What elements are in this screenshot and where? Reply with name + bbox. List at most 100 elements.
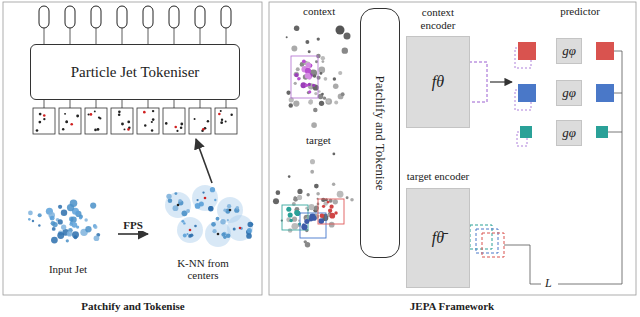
patch-dot	[39, 113, 42, 116]
particle	[344, 33, 351, 40]
patch-dot	[151, 121, 153, 123]
loss-link	[608, 132, 622, 133]
particle	[313, 108, 318, 113]
patch-box	[85, 108, 107, 134]
panel-caption: Patchify and Tokenise	[81, 300, 184, 312]
particle	[337, 191, 344, 198]
token-pill	[117, 6, 127, 28]
patch-link	[226, 100, 227, 108]
particle	[333, 77, 336, 80]
particle	[195, 203, 201, 209]
patch-dot	[202, 128, 205, 131]
particle	[208, 206, 213, 211]
particle	[324, 77, 328, 81]
token-pill	[221, 6, 231, 28]
figure-caption: Input Jet	[49, 263, 87, 276]
particle	[327, 201, 330, 204]
particle	[294, 82, 297, 85]
particle	[314, 92, 317, 95]
edge-label: FPS	[121, 219, 145, 231]
particle	[321, 198, 325, 202]
particle	[50, 216, 55, 221]
particle	[321, 56, 325, 60]
particle	[227, 219, 229, 221]
patch-dot	[124, 128, 126, 130]
patch-dot	[220, 121, 223, 124]
token-link	[200, 28, 201, 44]
predictor-box: gφ	[556, 80, 582, 106]
predictor-box: gφ	[556, 38, 582, 64]
particle	[294, 72, 299, 77]
knn-region	[205, 221, 231, 247]
particle	[328, 208, 332, 212]
patch-dot	[118, 114, 121, 117]
prediction-token	[596, 126, 608, 138]
module-label: predictor	[560, 5, 600, 17]
particle	[28, 218, 31, 221]
particle	[52, 222, 57, 227]
node-label: gφ	[562, 43, 576, 59]
panel-frame	[269, 2, 636, 295]
function-symbol: fθ̄	[432, 229, 444, 247]
patch-box	[215, 108, 237, 134]
flow-arrow	[118, 233, 148, 235]
function-symbol: fθ	[432, 73, 444, 91]
node-label: Particle Jet Tokeniser	[71, 64, 200, 81]
patch-dot	[225, 121, 227, 123]
patch-dot	[97, 128, 100, 131]
particle	[32, 220, 34, 222]
particle	[308, 50, 311, 53]
particle	[235, 206, 239, 210]
encoder-box: target encoderfθ̄	[406, 170, 470, 288]
particle	[319, 101, 324, 106]
jet-scatter: K-NN from centers	[148, 178, 258, 282]
particle	[341, 92, 345, 96]
token-link	[122, 28, 123, 44]
patch-dot	[62, 128, 64, 130]
particle	[294, 196, 297, 199]
particle	[186, 233, 188, 235]
center-point	[177, 204, 180, 207]
loss-symbol: L	[545, 276, 552, 291]
patch-dot	[165, 122, 168, 125]
patch-dot	[194, 118, 196, 120]
particle	[294, 25, 299, 30]
patch-link	[174, 100, 175, 108]
loss-link	[558, 51, 622, 284]
token-pill	[91, 6, 101, 28]
flow-arrow	[490, 81, 512, 82]
patch-dot	[207, 120, 209, 122]
particle	[332, 153, 335, 156]
particle	[296, 67, 300, 71]
particle	[211, 222, 216, 227]
particle	[326, 99, 330, 103]
query-token	[520, 126, 532, 138]
particle	[308, 204, 314, 210]
particle	[183, 234, 187, 238]
particle	[288, 213, 293, 218]
patch-dot	[94, 110, 96, 112]
particle	[223, 209, 226, 212]
particle	[28, 211, 33, 216]
particle	[221, 232, 225, 236]
figure-caption: K-NN from centers	[171, 257, 235, 282]
knn-region	[192, 185, 218, 211]
query-token	[518, 42, 536, 60]
particle	[247, 228, 252, 233]
particle	[320, 72, 323, 75]
patch-dot	[220, 110, 222, 112]
patch-dot	[43, 118, 45, 120]
particle	[318, 218, 324, 224]
patch-link	[148, 100, 149, 108]
node-label: gφ	[562, 85, 576, 101]
target-region	[282, 205, 308, 230]
particle	[67, 231, 73, 237]
particle	[301, 224, 307, 230]
patch-dot	[36, 129, 39, 132]
particle	[90, 203, 96, 209]
patch-box	[33, 108, 55, 134]
node-label: Patchify and Tokenise	[372, 75, 388, 190]
particle	[321, 60, 324, 63]
particle	[308, 90, 311, 93]
